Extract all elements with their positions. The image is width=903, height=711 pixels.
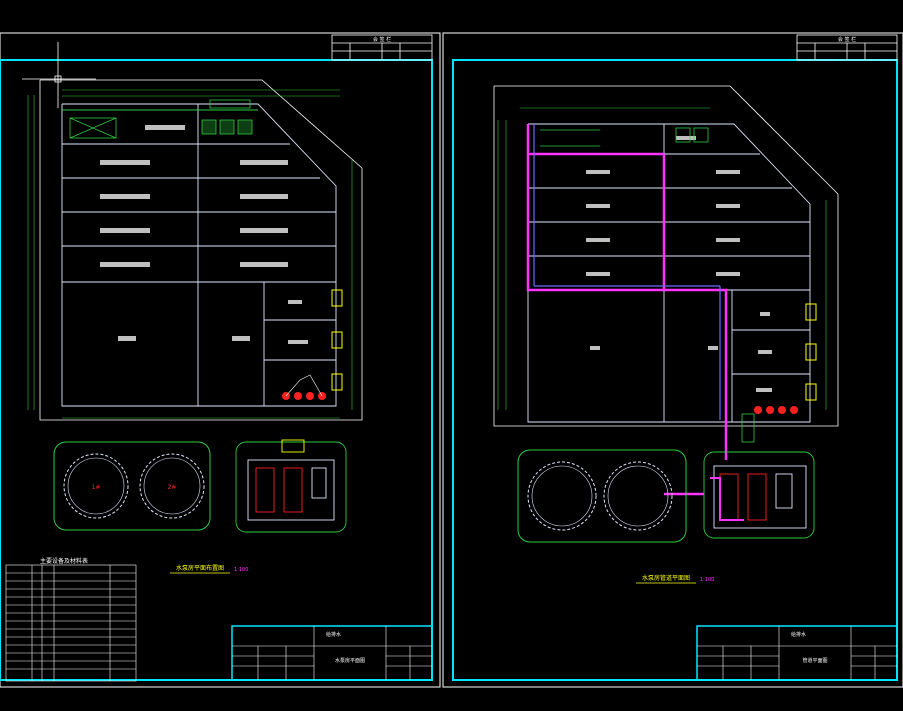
left-title-project: 给排水 xyxy=(326,631,341,638)
right-drawing-caption: 水泵房管道平面图 xyxy=(642,574,690,582)
left-outer-frame xyxy=(0,32,441,688)
left-tank-2 xyxy=(139,453,205,519)
right-signoff-title: 会 签 栏 xyxy=(838,36,856,43)
left-material-table xyxy=(5,564,137,682)
left-equipment-top xyxy=(69,99,253,139)
left-sheet-border xyxy=(0,59,433,681)
cad-crosshair-cursor xyxy=(22,42,96,108)
right-title-block xyxy=(696,625,898,681)
right-tank-2 xyxy=(603,461,673,531)
right-sheet-border xyxy=(452,59,898,681)
left-tank-enclosure xyxy=(53,441,211,531)
left-signoff-table xyxy=(331,34,433,61)
right-title-project: 给排水 xyxy=(791,631,806,638)
left-caption-scale: 1:100 xyxy=(234,567,248,573)
left-title-block xyxy=(231,625,433,681)
left-building xyxy=(61,103,337,407)
left-tank-2-label: 2# xyxy=(168,484,177,491)
left-wall-fixtures xyxy=(331,289,343,391)
right-wall-fixtures xyxy=(805,303,817,401)
left-room-labels xyxy=(100,125,308,344)
left-pump-units xyxy=(282,374,326,400)
right-pump-units xyxy=(754,406,798,414)
right-site-boundary xyxy=(493,85,839,427)
right-sheet: 会 签 栏 xyxy=(442,32,903,688)
left-drawing-caption: 水泵房平面布置图 xyxy=(176,564,224,572)
right-signoff-table xyxy=(796,34,898,61)
left-pump-room xyxy=(235,439,347,533)
left-sheet: 会 签 栏 xyxy=(0,32,441,688)
right-title-drawing-name: 管道平面图 xyxy=(802,657,827,664)
right-tank-1 xyxy=(527,461,597,531)
right-outer-frame xyxy=(442,32,903,688)
right-pipe-accent xyxy=(533,124,721,420)
left-dimension-lines xyxy=(27,89,353,419)
right-pump-room xyxy=(703,451,815,539)
left-site-boundary xyxy=(39,79,363,421)
right-caption-scale: 1:100 xyxy=(700,577,714,583)
right-tank-enclosure xyxy=(517,449,687,543)
left-material-table-title: 主要设备及材料表 xyxy=(40,557,88,565)
right-pipe-network xyxy=(526,124,728,496)
right-room-labels xyxy=(586,136,772,392)
left-signoff-title: 会 签 栏 xyxy=(373,36,391,43)
right-pipe-branches xyxy=(540,127,755,443)
left-tank-1-label: 1# xyxy=(92,484,101,491)
left-title-drawing-name: 水泵房平面图 xyxy=(335,657,365,664)
left-tank-1 xyxy=(63,453,129,519)
right-dimension-lines xyxy=(497,107,827,410)
